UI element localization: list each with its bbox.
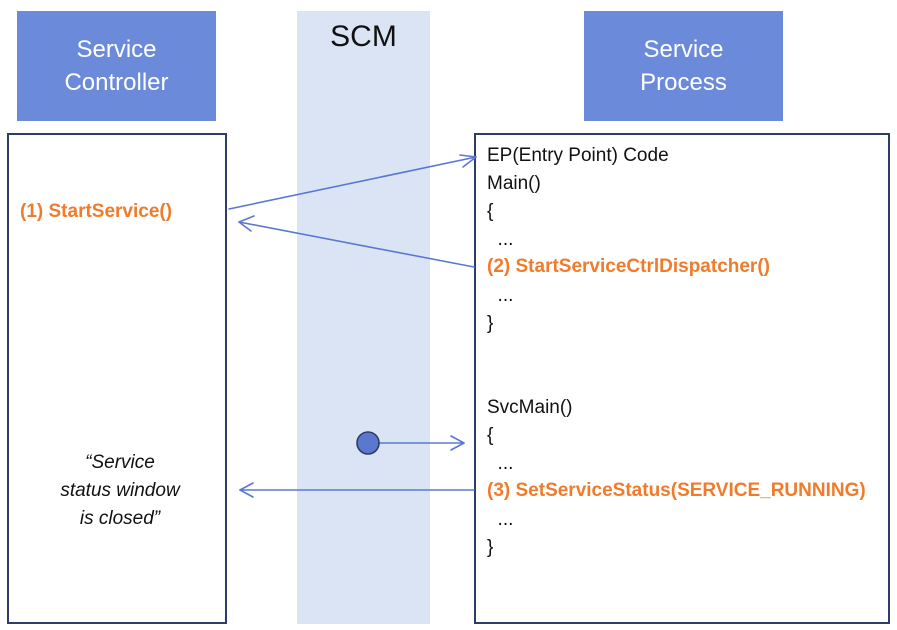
service-controller-panel <box>7 133 227 624</box>
svcmain-ellipsis-2: ... <box>487 509 514 530</box>
arrow-startservice-to-ep <box>228 154 477 210</box>
note-line-3: is closed” <box>79 508 161 529</box>
arrow-setstatus-to-controller <box>239 482 475 498</box>
svcmain-open-brace: { <box>487 425 494 446</box>
set-status-call: (3) SetServiceStatus(SERVICE_RUNNING) <box>487 480 866 501</box>
note-line-1: “Service <box>85 452 155 473</box>
ep-title: EP(Entry Point) Code <box>487 145 669 166</box>
service-process-header-line-2: Process <box>640 69 727 96</box>
svcmain-ellipsis-1: ... <box>487 453 514 474</box>
arrow-scm-to-svcmain <box>367 435 465 451</box>
main-close-brace: } <box>487 313 494 334</box>
service-process-panel <box>474 133 890 624</box>
scm-lane <box>297 11 430 624</box>
dispatcher-call: (2) StartServiceCtrlDispatcher() <box>487 256 770 277</box>
note-line-2: status window <box>60 480 180 501</box>
service-controller-header: Service Controller <box>17 11 216 121</box>
svcmain-close-brace: } <box>487 537 494 558</box>
main-signature: Main() <box>487 173 541 194</box>
scm-start-dot <box>356 431 380 455</box>
arrow-dispatcher-to-controller <box>238 215 475 268</box>
main-ellipsis-2: ... <box>487 285 514 306</box>
service-process-header: Service Process <box>584 11 783 121</box>
service-controller-header-line-2: Controller <box>64 69 169 96</box>
svcmain-signature: SvcMain() <box>487 397 573 418</box>
service-process-header-line-1: Service <box>643 36 724 63</box>
main-ellipsis-1: ... <box>487 229 514 250</box>
start-service-call: (1) StartService() <box>20 201 173 222</box>
main-open-brace: { <box>487 201 494 222</box>
scm-label: SCM <box>330 20 397 53</box>
status-window-note: “Service status window is closed” <box>30 449 210 533</box>
service-controller-header-line-1: Service <box>76 36 157 63</box>
